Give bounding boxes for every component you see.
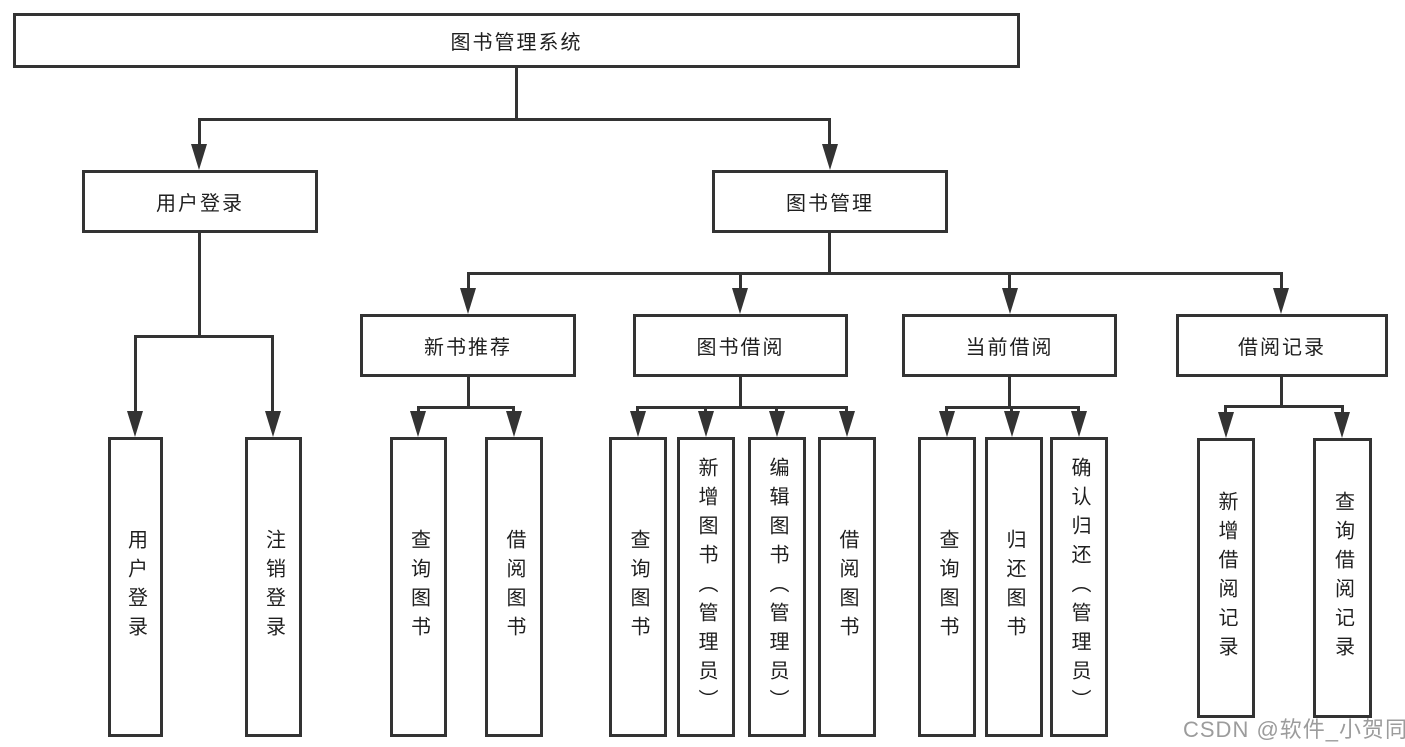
- node-book-borrow: 图书借阅: [633, 314, 848, 377]
- edge-arrowhead-down: [127, 411, 143, 437]
- edge-line-v: [134, 335, 137, 411]
- edge-arrowhead-down: [1002, 288, 1018, 314]
- edge-arrowhead-down: [1273, 288, 1289, 314]
- edge-arrowhead-down: [410, 411, 426, 437]
- node-current-borrow: 当前借阅: [902, 314, 1117, 377]
- edge-arrowhead-down: [630, 411, 646, 437]
- node-book-management-label: 图书管理: [786, 193, 874, 215]
- edge-arrowhead-down: [1218, 412, 1234, 438]
- leaf-confirm-return-admin: 确认归还（管理员）: [1050, 437, 1108, 737]
- edge-arrowhead-down: [822, 144, 838, 170]
- edge-line-h: [417, 406, 515, 409]
- leaf-add-book-admin: 新增图书（管理员）: [677, 437, 735, 737]
- edge-line-v: [467, 272, 470, 290]
- leaf-label: 归还图书: [1003, 529, 1025, 645]
- leaf-label: 查询借阅记录: [1331, 491, 1354, 665]
- leaf-label: 查询图书: [627, 529, 649, 645]
- edge-line-v: [1341, 405, 1344, 414]
- node-user-login: 用户登录: [82, 170, 318, 233]
- leaf-label: 新增借阅记录: [1215, 491, 1237, 665]
- edge-arrowhead-down: [769, 411, 785, 437]
- edge-arrowhead-down: [506, 411, 522, 437]
- node-book-borrow-label: 图书借阅: [696, 337, 785, 359]
- edge-line-v: [828, 118, 831, 144]
- leaf-query-book-2: 查询图书: [609, 437, 667, 737]
- edge-line-h: [198, 118, 831, 121]
- edge-line-v: [945, 406, 948, 413]
- leaf-return-book: 归还图书: [985, 437, 1043, 737]
- leaf-label: 编辑图书（管理员）: [766, 456, 788, 718]
- node-current-borrow-label: 当前借阅: [965, 337, 1054, 359]
- edge-line-v: [1280, 272, 1283, 290]
- leaf-edit-book-admin: 编辑图书（管理员）: [748, 437, 806, 737]
- edge-line-v: [271, 335, 274, 411]
- leaf-add-borrow-record: 新增借阅记录: [1197, 438, 1255, 718]
- leaf-label: 借阅图书: [836, 529, 858, 645]
- node-borrow-record: 借阅记录: [1176, 314, 1388, 377]
- edge-arrowhead-down: [839, 411, 855, 437]
- edge-line-h: [636, 406, 848, 409]
- edge-line-v: [1280, 377, 1283, 407]
- edge-line-v: [467, 377, 470, 408]
- node-root-label: 图书管理系统: [450, 32, 583, 54]
- edge-line-v: [198, 118, 201, 144]
- leaf-label: 确认归还（管理员）: [1068, 456, 1090, 718]
- edge-line-h: [1224, 405, 1343, 408]
- edge-arrowhead-down: [732, 288, 748, 314]
- node-borrow-record-label: 借阅记录: [1238, 337, 1326, 359]
- edge-arrowhead-down: [191, 144, 207, 170]
- leaf-query-borrow-record: 查询借阅记录: [1313, 438, 1372, 718]
- leaf-label: 新增图书（管理员）: [695, 456, 717, 718]
- edge-line-v: [704, 406, 707, 413]
- edge-arrowhead-down: [1334, 412, 1350, 438]
- edge-arrowhead-down: [460, 288, 476, 314]
- edge-line-v: [417, 406, 420, 413]
- edge-line-h: [467, 272, 1282, 275]
- edge-line-v: [739, 272, 742, 290]
- leaf-logout: 注销登录: [245, 437, 302, 737]
- edge-line-h: [134, 335, 274, 338]
- edge-line-v: [1008, 272, 1011, 290]
- edge-line-v: [845, 406, 848, 413]
- edge-line-v: [1008, 377, 1011, 408]
- edge-arrowhead-down: [1004, 411, 1020, 437]
- edge-line-v: [636, 406, 639, 413]
- edge-arrowhead-down: [265, 411, 281, 437]
- edge-line-v: [739, 377, 742, 408]
- edge-arrowhead-down: [1071, 411, 1087, 437]
- leaf-label: 注销登录: [262, 529, 285, 645]
- leaf-label: 查询图书: [936, 529, 958, 645]
- edge-line-v: [512, 406, 515, 413]
- edge-line-v: [1010, 406, 1013, 413]
- leaf-label: 用户登录: [124, 529, 147, 645]
- node-new-book-recommend-label: 新书推荐: [424, 337, 512, 359]
- node-new-book-recommend: 新书推荐: [360, 314, 576, 377]
- csdn-watermark: CSDN @软件_小贺同学: [1183, 717, 1405, 742]
- leaf-user-login: 用户登录: [108, 437, 163, 737]
- node-user-login-label: 用户登录: [156, 193, 244, 215]
- edge-arrowhead-down: [939, 411, 955, 437]
- leaf-label: 查询图书: [407, 529, 430, 645]
- edge-arrowhead-down: [698, 411, 714, 437]
- edge-line-v: [1077, 406, 1080, 413]
- edge-line-v: [828, 233, 831, 274]
- leaf-label: 借阅图书: [503, 529, 525, 645]
- node-book-management: 图书管理: [712, 170, 948, 233]
- edge-line-v: [198, 233, 201, 335]
- leaf-query-book-1: 查询图书: [390, 437, 447, 737]
- leaf-borrow-book-2: 借阅图书: [818, 437, 876, 737]
- leaf-query-book-3: 查询图书: [918, 437, 976, 737]
- leaf-borrow-book-1: 借阅图书: [485, 437, 543, 737]
- node-root: 图书管理系统: [13, 13, 1020, 68]
- edge-line-v: [775, 406, 778, 413]
- edge-line-v: [1224, 405, 1227, 414]
- edge-line-v: [515, 68, 518, 118]
